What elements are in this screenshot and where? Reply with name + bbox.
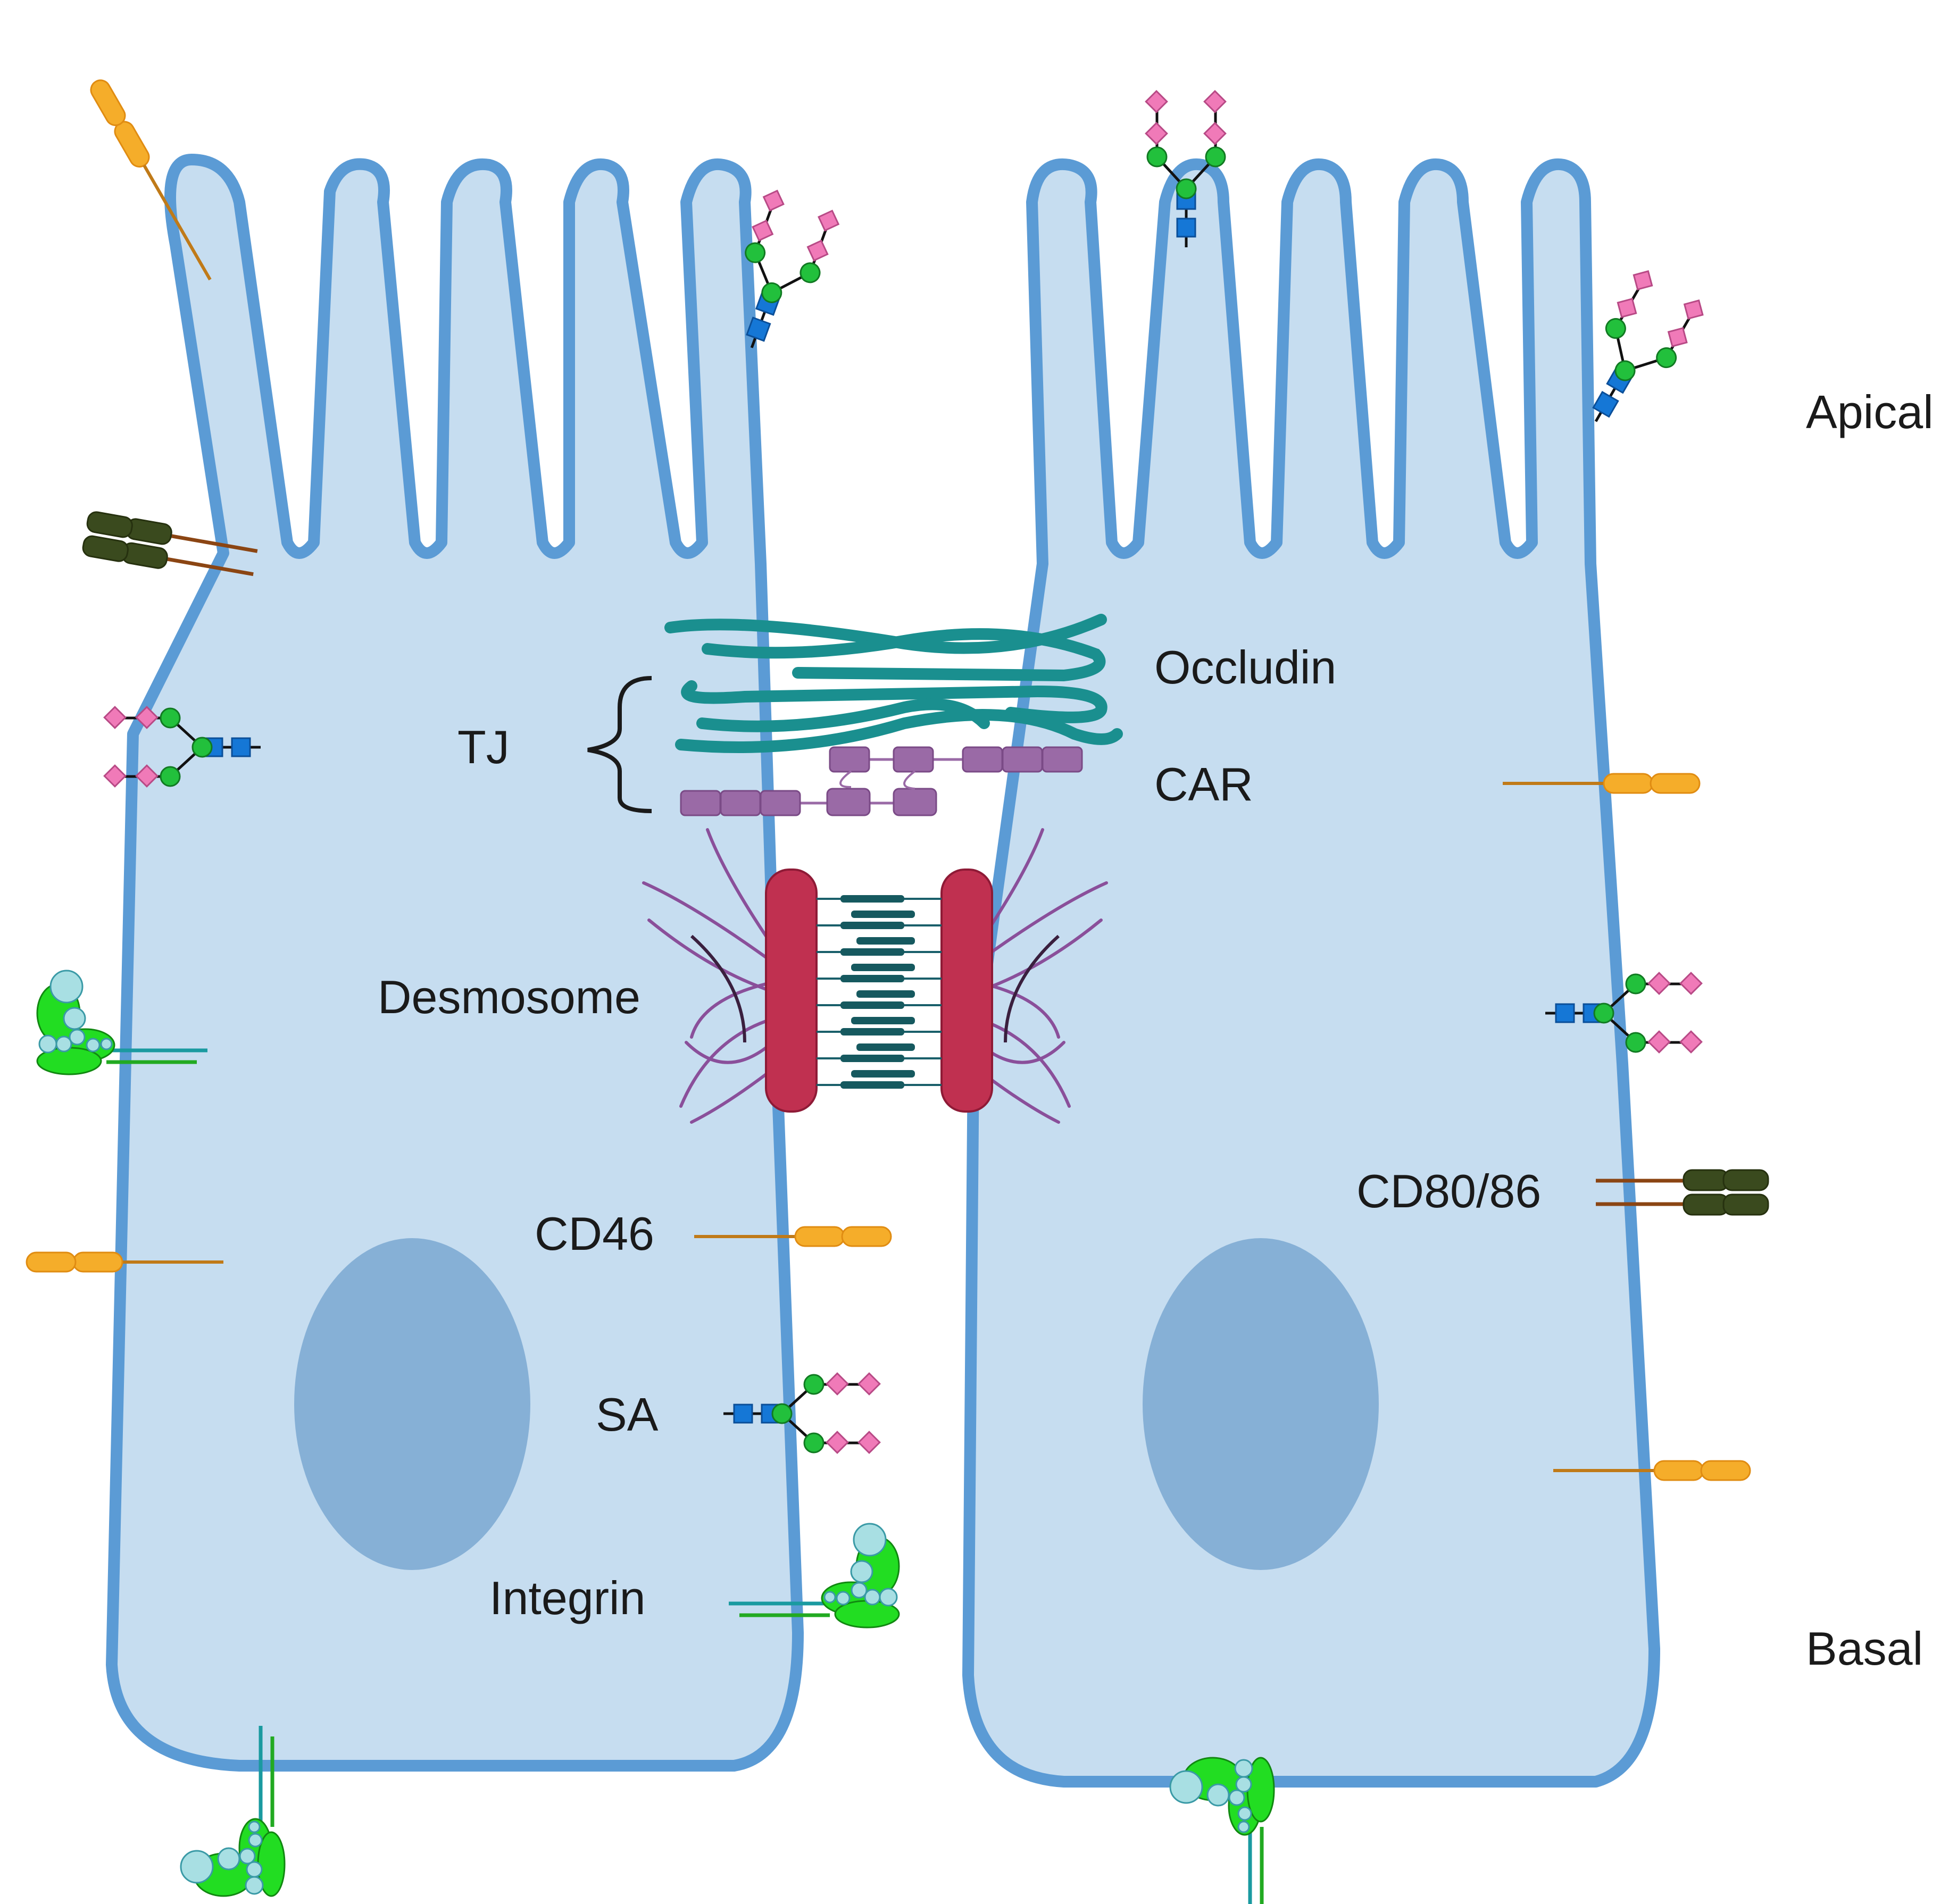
label-sa: SA: [596, 1388, 659, 1441]
tj-brace: [587, 676, 652, 813]
occludin-protein: [664, 614, 1123, 753]
label-basal: Basal: [1806, 1622, 1923, 1675]
cd46-receptor: [27, 79, 1750, 1480]
left-nucleus: [294, 1238, 530, 1570]
label-cd80-86: CD80/86: [1356, 1165, 1541, 1217]
label-cd46: CD46: [535, 1207, 654, 1260]
label-occludin: Occludin: [1154, 641, 1336, 694]
label-car: CAR: [1154, 758, 1253, 811]
left-cell: [106, 154, 804, 1772]
label-apical: Apical: [1806, 386, 1934, 438]
car-protein: [680, 746, 1083, 816]
desmosome-structure: [642, 828, 1108, 1124]
label-desmosome: Desmosome: [378, 971, 640, 1023]
right-nucleus: [1143, 1238, 1379, 1570]
right-cell: [962, 158, 1660, 1788]
label-integrin: Integrin: [489, 1572, 646, 1624]
label-tj: TJ: [457, 721, 510, 773]
